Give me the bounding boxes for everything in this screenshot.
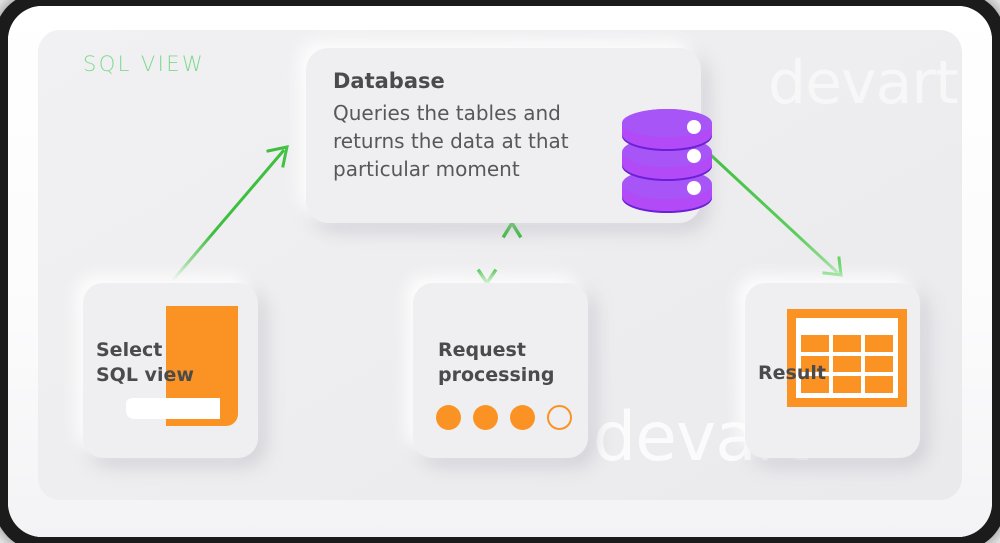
progress-dot-hollow — [547, 405, 572, 430]
arrow-select-to-database — [171, 145, 289, 281]
database-title: Database — [333, 69, 445, 93]
result-label-line1: Result — [758, 362, 826, 384]
card-database[interactable]: Database Queries the tables and returns … — [306, 48, 712, 223]
progress-dot-filled — [473, 405, 498, 430]
card-result[interactable]: Result — [745, 283, 920, 458]
progress-dot-filled — [510, 405, 535, 430]
arrow-database-to-request — [476, 223, 498, 287]
database-cylinder-icon — [622, 109, 712, 213]
progress-dot-filled — [436, 405, 461, 430]
request-processing-label: Request processing — [438, 338, 554, 388]
select-sql-view-label: Select SQL view — [96, 338, 194, 388]
arrow-database-to-result — [698, 143, 843, 277]
book-icon — [126, 306, 238, 426]
card-select-sql-view[interactable]: Select SQL view — [83, 283, 258, 458]
diagram-panel: devart devart SQL VIEW — [38, 30, 962, 500]
select-sql-view-label-line1: Select — [96, 339, 163, 361]
request-processing-label-line2: processing — [438, 364, 555, 386]
loading-dots-icon — [436, 405, 572, 430]
section-label-sql-view: SQL VIEW — [83, 52, 206, 76]
arrow-request-to-database — [501, 219, 523, 285]
database-description: Queries the tables and returns the data … — [333, 101, 569, 181]
devart-watermark: devart — [768, 48, 958, 118]
card-request-processing[interactable]: Request processing — [413, 283, 588, 458]
result-label: Result — [758, 361, 826, 386]
table-grid-icon — [787, 309, 907, 407]
request-processing-label-line1: Request — [438, 339, 526, 361]
select-sql-view-label-line2: SQL view — [96, 364, 194, 386]
